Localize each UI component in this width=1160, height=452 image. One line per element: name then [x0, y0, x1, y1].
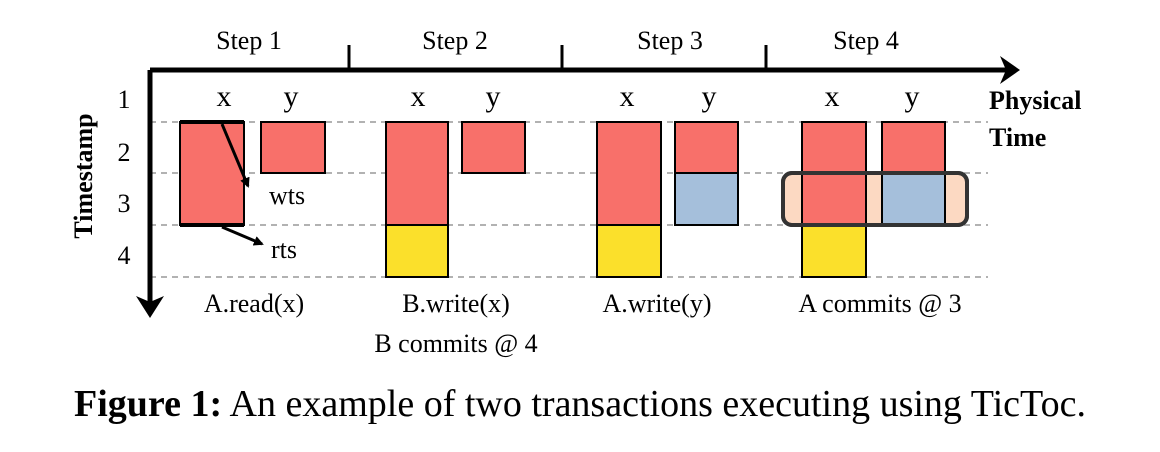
version-bar-step3-y-seg1 [674, 121, 739, 174]
axes [136, 45, 1020, 318]
ts-label-1: 1 [118, 85, 131, 114]
var-label-x-step2: x [411, 80, 426, 113]
rts-label: rts [271, 235, 297, 264]
figure-caption-prefix: Figure 1: [74, 383, 223, 425]
step-label-3: Step 3 [637, 26, 703, 55]
figure-caption-text: An example of two transactions executing… [222, 383, 1086, 425]
op-label-step2-commit: B commits @ 4 [374, 329, 537, 358]
ts-label-3: 3 [118, 189, 131, 218]
step1-annotations: wts rts [180, 120, 305, 264]
step-label-1: Step 1 [216, 26, 282, 55]
version-bar-step3-x-seg2 [596, 224, 662, 278]
physical-time-label-line1: Physical [989, 86, 1081, 115]
version-bar-step1-y-seg1 [260, 121, 326, 174]
op-label-step1: A.read(x) [204, 289, 304, 318]
version-bar-step2-y-seg1 [461, 121, 526, 174]
rts-arrow [221, 225, 264, 246]
var-label-x-step1: x [217, 80, 232, 113]
var-label-y-step3: y [702, 80, 717, 113]
ts-label-2: 2 [118, 138, 131, 167]
var-label-y-step2: y [486, 80, 501, 113]
version-bars [179, 121, 969, 278]
version-bar-step4-x-seg2 [801, 224, 867, 278]
commit-highlight-outline [781, 171, 969, 227]
version-bar-step4-y-seg2 [881, 172, 946, 226]
version-bar-step3-y-seg2 [674, 172, 739, 226]
wts-label: wts [269, 181, 305, 210]
version-bar-step3-x-seg1 [596, 121, 662, 226]
var-label-x-step3: x [620, 80, 635, 113]
var-label-y-step4: y [905, 80, 920, 113]
version-bar-step1-x-seg1 [179, 121, 245, 226]
op-label-step4: A commits @ 3 [798, 289, 961, 318]
physical-time-arrowhead [1000, 56, 1020, 84]
physical-time-label-line2: Time [989, 123, 1046, 152]
version-bar-step4-y-seg1 [881, 121, 946, 174]
step-label-4: Step 4 [833, 26, 899, 55]
op-label-step3: A.write(y) [602, 289, 711, 318]
timestamp-arrowhead [136, 296, 164, 318]
var-label-y-step1: y [284, 80, 299, 113]
timestamp-axis-label: Timestamp [69, 113, 98, 238]
version-bar-step2-x-seg2 [385, 224, 449, 278]
ts-label-4: 4 [118, 241, 131, 270]
wts-arrow [220, 123, 250, 188]
op-label-step2: B.write(x) [402, 289, 510, 318]
step-label-2: Step 2 [422, 26, 488, 55]
var-label-x-step4: x [825, 80, 840, 113]
figure-caption: Figure 1: An example of two transactions… [0, 382, 1160, 426]
version-bar-step2-x-seg1 [385, 121, 449, 226]
